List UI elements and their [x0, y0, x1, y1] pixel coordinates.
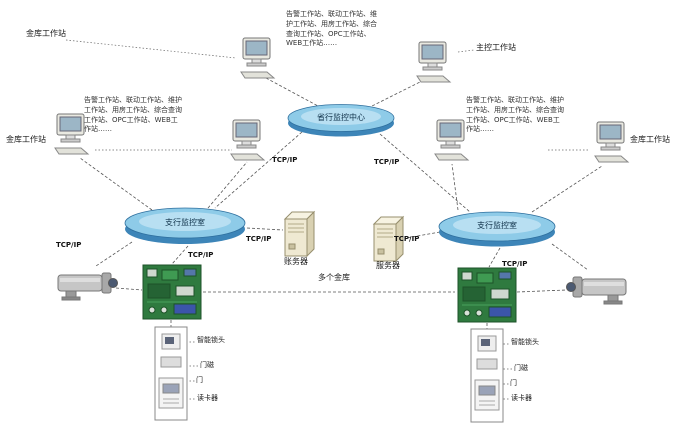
- workstation-top-right: [412, 40, 454, 86]
- workstation-mid-right: [430, 118, 472, 164]
- door-right-door-label: 门: [510, 379, 517, 387]
- camera-right: [566, 270, 628, 306]
- cctv-camera-icon: [566, 276, 627, 305]
- controller-board-right: [457, 267, 517, 323]
- door-left-lock-label: 智能锁头: [197, 336, 225, 344]
- annotation-top: 告警工作站、联动工作站、维护工作站、用房工作站、综合查询工作站、OPC工作站、W…: [286, 10, 377, 48]
- door-unit-left: [150, 326, 192, 421]
- network-ring-icon: [124, 207, 246, 244]
- server-left-label: 账务器: [284, 257, 308, 266]
- door-access-icon: [470, 328, 504, 423]
- door-unit-right: [466, 328, 508, 423]
- workstation-far-right: [590, 120, 632, 166]
- station-top-right-label: 主控工作站: [476, 43, 516, 52]
- tcpip-label: TCP/IP: [394, 235, 420, 243]
- door-access-icon: [154, 326, 188, 421]
- tcpip-label: TCP/IP: [502, 260, 528, 268]
- tcpip-label: TCP/IP: [56, 241, 82, 249]
- network-ring-icon: [287, 104, 395, 137]
- workstation-left: [50, 112, 92, 158]
- server-right: [370, 213, 408, 265]
- network-ring-icon: [438, 211, 556, 247]
- door-right-lock-label: 智能锁头: [511, 338, 539, 346]
- right-branch-ring: 支行监控室: [437, 210, 557, 248]
- tcpip-label: TCP/IP: [246, 235, 272, 243]
- station-top-left-label: 金库工作站: [26, 29, 66, 38]
- workstation-icon: [416, 41, 452, 83]
- cctv-camera-icon: [57, 272, 118, 301]
- server-right-label: 服务器: [376, 261, 400, 270]
- workstation-icon: [594, 121, 630, 163]
- controller-board-left: [142, 264, 202, 320]
- workstation-top-left: [236, 36, 278, 82]
- right-cloud-label: 支行监控室: [477, 221, 517, 230]
- door-right-sensor-label: 门磁: [514, 364, 528, 372]
- center-cloud-label: 省行监控中心: [317, 113, 365, 122]
- left-branch-ring: 支行监控室: [123, 206, 247, 246]
- tcpip-label: TCP/IP: [272, 156, 298, 164]
- camera-left: [56, 266, 118, 302]
- door-right-reader-label: 读卡器: [511, 394, 532, 402]
- workstation-icon: [230, 119, 266, 161]
- tcpip-label: TCP/IP: [188, 251, 214, 259]
- workstation-mid-left: [226, 118, 268, 164]
- multi-vault-label: 多个金库: [318, 273, 350, 282]
- pcb-icon: [142, 264, 202, 320]
- left-cloud-label: 支行监控室: [165, 218, 205, 227]
- station-far-right-label: 金库工作站: [630, 135, 670, 144]
- workstation-icon: [240, 37, 276, 79]
- pcb-icon: [457, 267, 517, 323]
- door-left-reader-label: 读卡器: [197, 394, 218, 402]
- center-network-ring: 省行监控中心: [286, 102, 396, 138]
- workstation-icon: [434, 119, 470, 161]
- server-icon: [283, 210, 316, 258]
- station-left-label: 金库工作站: [6, 135, 46, 144]
- annotation-left: 告警工作站、联动工作站、维护工作站、用房工作站、综合查询工作站、OPC工作站、W…: [84, 96, 182, 134]
- door-left-sensor-label: 门磁: [200, 361, 214, 369]
- door-left-door-label: 门: [196, 376, 203, 384]
- server-icon: [372, 215, 405, 263]
- server-left: [281, 208, 319, 260]
- tcpip-label: TCP/IP: [374, 158, 400, 166]
- workstation-icon: [54, 113, 90, 155]
- annotation-right: 告警工作站、联动工作站、维护工作站、用房工作站、综合查询工作站、OPC工作站、W…: [466, 96, 564, 134]
